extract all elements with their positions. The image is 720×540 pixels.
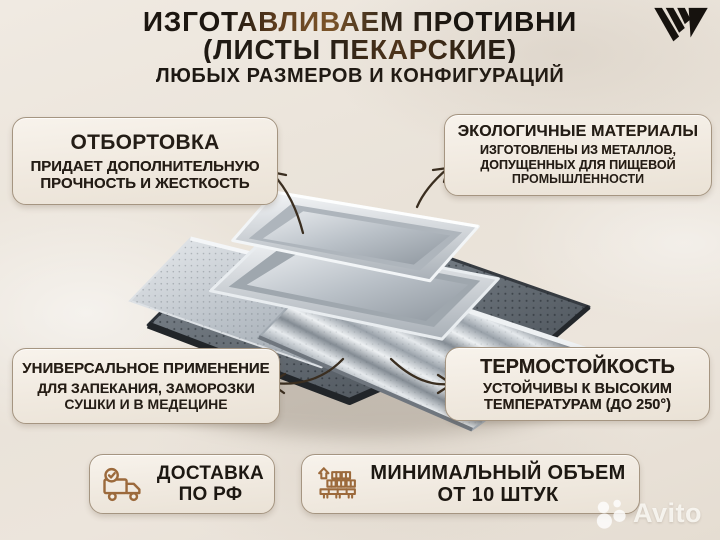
company-w-logo-icon bbox=[654, 7, 708, 42]
badge-text-line: ДОСТАВКА bbox=[156, 463, 265, 484]
callout-flanging: ОТБОРТОВКА ПРИДАЕТ ДОПОЛНИТЕЛЬНУЮ ПРОЧНО… bbox=[12, 117, 278, 205]
callout-heat-resistance: ТЕРМОСТОЙКОСТЬ УСТОЙЧИВЫ К ВЫСОКИМ ТЕМПЕ… bbox=[445, 347, 710, 421]
badge-min-volume: МИНИМАЛЬНЫЙ ОБЪЕМ ОТ 10 ШТУК bbox=[301, 454, 640, 514]
callout-text-line: ПРИДАЕТ ДОПОЛНИТЕЛЬНУЮ bbox=[30, 157, 260, 175]
avito-dots-logo-icon bbox=[596, 499, 626, 529]
callout-text-line: СУШКИ И В МЕДЕЦИНЕ bbox=[64, 396, 228, 412]
avito-watermark-text: Avito bbox=[633, 497, 702, 528]
badge-text-line: ПО РФ bbox=[178, 484, 243, 505]
pallet-icon bbox=[318, 466, 357, 499]
callout-text-line: ИЗГОТОВЛЕНЫ ИЗ МЕТАЛЛОВ, bbox=[480, 143, 676, 158]
badge-text-line: ОТ 10 ШТУК bbox=[437, 484, 559, 506]
badge-volume-text: МИНИМАЛЬНЫЙ ОБЪЕМ ОТ 10 ШТУК bbox=[370, 462, 625, 506]
badge-delivery: ДОСТАВКА ПО РФ bbox=[89, 454, 275, 514]
callout-title: ТЕРМОСТОЙКОСТЬ bbox=[480, 355, 675, 378]
badge-text-line: МИНИМАЛЬНЫЙ ОБЪЕМ bbox=[370, 462, 626, 484]
title-line-3: ЛЮБЫХ РАЗМЕРОВ И КОНФИГУРАЦИЙ bbox=[155, 65, 565, 87]
callout-eco-materials: ЭКОЛОГИЧНЫЕ МАТЕРИАЛЫ ИЗГОТОВЛЕНЫ ИЗ МЕТ… bbox=[444, 114, 712, 196]
truck-icon bbox=[103, 467, 141, 501]
callout-text-line: ДЛЯ ЗАПЕКАНИЯ, ЗАМОРОЗКИ bbox=[37, 380, 255, 396]
avito-watermark: Avito bbox=[594, 496, 702, 530]
callout-title: ОТБОРТОВКА bbox=[70, 130, 220, 154]
callout-text-line: ТЕМПЕРАТУРАМ (ДО 250°) bbox=[484, 396, 671, 413]
callout-text-line: ПРОМЫШЛЕННОСТИ bbox=[511, 172, 645, 187]
callout-title: ЭКОЛОГИЧНЫЕ МАТЕРИАЛЫ bbox=[457, 123, 699, 141]
callout-title: УНИВЕРСАЛЬНОЕ ПРИМЕНЕНИЕ bbox=[22, 360, 270, 377]
baking-trays-photo bbox=[128, 190, 591, 438]
title-line-1: ИЗГОТАВЛИВАЕМ ПРОТИВНИ bbox=[142, 6, 578, 37]
callout-text-line: ДОПУЩЕННЫХ ДЛЯ ПИЩЕВОЙ bbox=[480, 157, 676, 172]
page-title: ИЗГОТАВЛИВАЕМ ПРОТИВНИ (ЛИСТЫ ПЕКАРСКИЕ)… bbox=[0, 7, 720, 88]
callout-text-line: УСТОЙЧИВЫ К ВЫСОКИМ bbox=[483, 380, 672, 397]
title-line-2: (ЛИСТЫ ПЕКАРСКИЕ) bbox=[202, 34, 518, 65]
callout-universal-use: УНИВЕРСАЛЬНОЕ ПРИМЕНЕНИЕ ДЛЯ ЗАПЕКАНИЯ, … bbox=[12, 348, 280, 424]
badge-delivery-text: ДОСТАВКА ПО РФ bbox=[157, 463, 264, 505]
callout-text-line: ПРОЧНОСТЬ И ЖЕСТКОСТЬ bbox=[40, 174, 250, 192]
